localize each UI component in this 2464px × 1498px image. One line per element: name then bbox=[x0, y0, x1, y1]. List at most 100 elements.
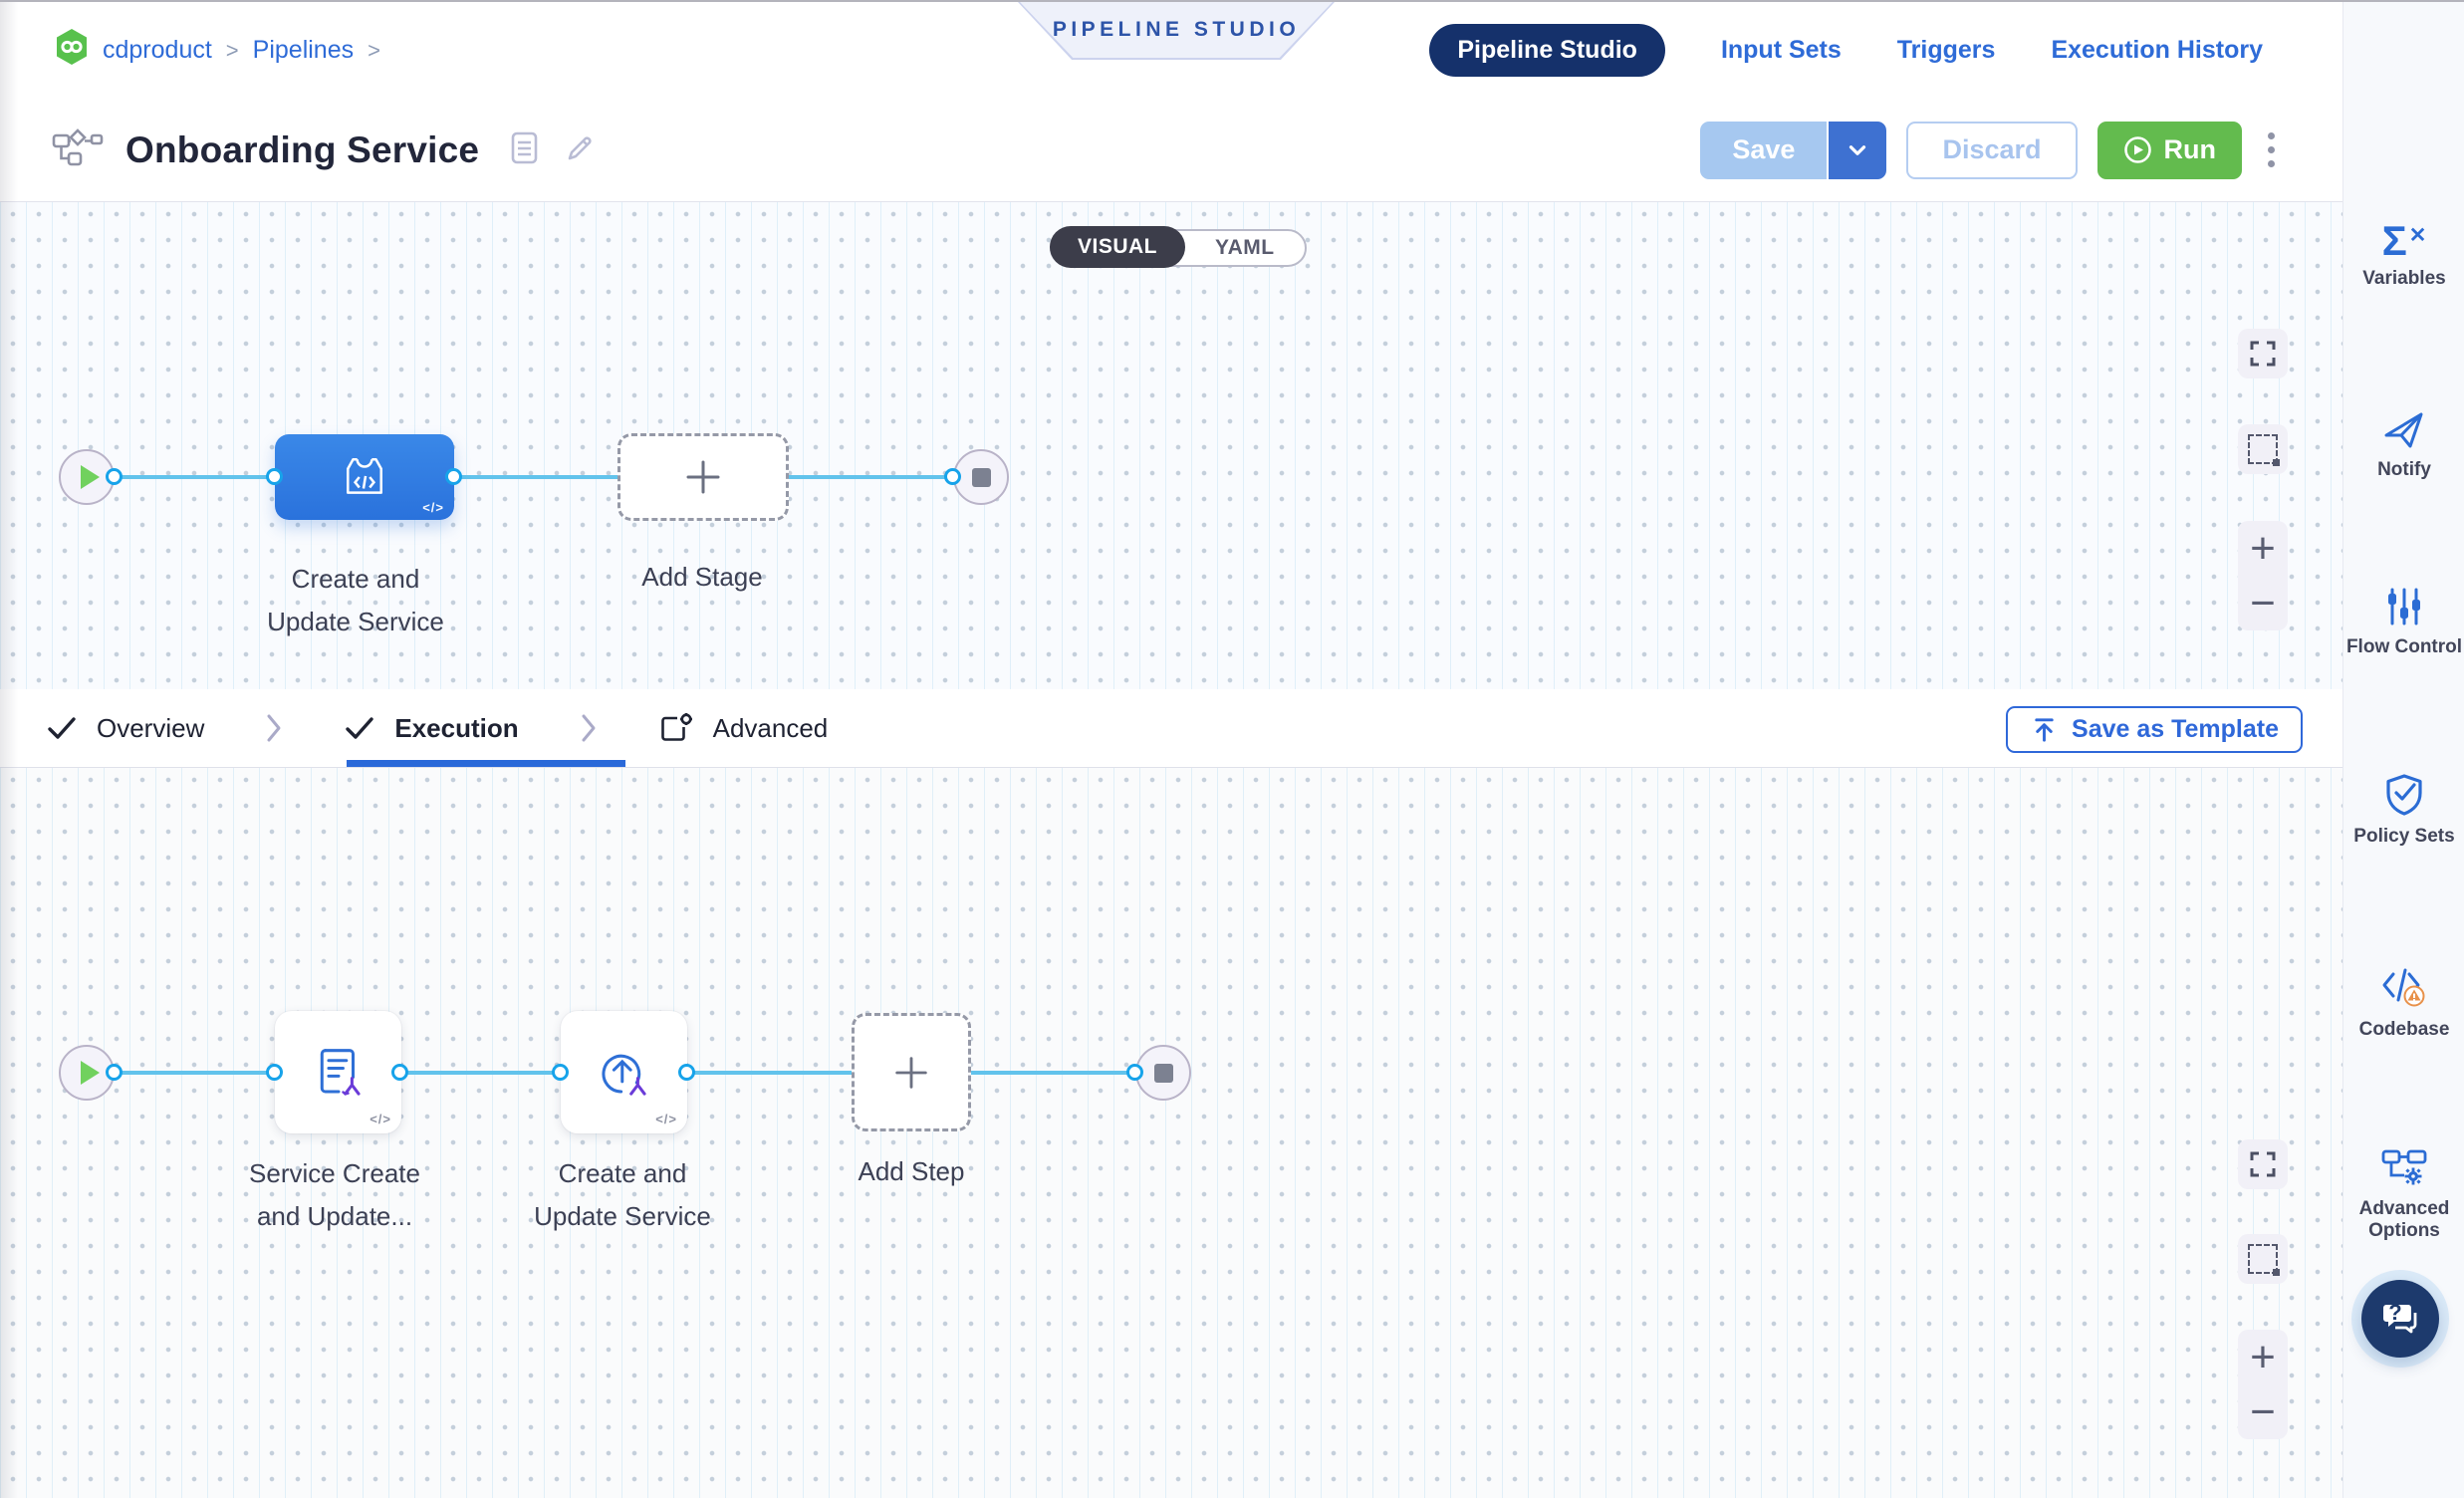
tab-overview[interactable]: Overview bbox=[47, 713, 204, 744]
selection-icon bbox=[2248, 434, 2278, 464]
product-hexagon-icon bbox=[55, 28, 89, 73]
breadcrumb-project-link[interactable]: cdproduct bbox=[103, 36, 212, 65]
link-dot bbox=[678, 1064, 695, 1081]
sidebar-item-label: Variables bbox=[2362, 268, 2445, 290]
tab-triggers[interactable]: Triggers bbox=[1897, 36, 1996, 65]
step-service-create-update[interactable]: </> bbox=[275, 1011, 401, 1133]
toggle-visual[interactable]: VISUAL bbox=[1050, 226, 1185, 268]
check-icon bbox=[47, 715, 77, 741]
tab-overview-label: Overview bbox=[97, 713, 204, 744]
pipeline-graph-icon bbox=[52, 127, 104, 172]
stop-icon bbox=[1154, 1064, 1173, 1083]
chevron-right-icon bbox=[581, 712, 598, 744]
zoom-out-button[interactable]: − bbox=[2250, 582, 2276, 625]
breadcrumb-pipelines-link[interactable]: Pipelines bbox=[253, 36, 354, 65]
pipeline-studio-banner: PIPELINE STUDIO bbox=[1018, 2, 1335, 60]
sidebar-item-label: Flow Control bbox=[2346, 636, 2462, 658]
zoom-in-button[interactable]: + bbox=[2250, 1336, 2276, 1379]
start-play-icon bbox=[81, 1061, 100, 1085]
canvas-fullscreen-button[interactable] bbox=[2238, 329, 2288, 378]
plus-icon bbox=[682, 456, 724, 498]
breadcrumb: cdproduct > Pipelines > bbox=[0, 28, 380, 73]
zoom-in-button[interactable]: + bbox=[2250, 527, 2276, 571]
toggle-yaml[interactable]: YAML bbox=[1185, 236, 1305, 260]
page-title: Onboarding Service bbox=[125, 129, 479, 171]
service-template-icon bbox=[310, 1044, 368, 1102]
play-circle-icon bbox=[2123, 135, 2152, 164]
sidebar-item-flow-control[interactable]: Flow Control bbox=[2343, 586, 2464, 658]
canvas-zoom-controls: + − bbox=[2238, 521, 2288, 630]
stage-label: Create and Update Service bbox=[267, 558, 444, 643]
yaml-code-badge: </> bbox=[655, 1112, 677, 1126]
discard-button[interactable]: Discard bbox=[1906, 122, 2077, 179]
shield-check-icon bbox=[2383, 773, 2425, 817]
toolbar-actions: Save Discard Run bbox=[1700, 122, 2342, 179]
stage-create-update-service[interactable]: </> bbox=[275, 434, 454, 520]
tab-execution[interactable]: Execution bbox=[345, 713, 518, 744]
canvas-select-button[interactable] bbox=[2238, 424, 2288, 474]
description-doc-icon[interactable] bbox=[511, 131, 538, 169]
save-as-template-button[interactable]: Save as Template bbox=[2006, 706, 2303, 753]
edit-pencil-icon[interactable] bbox=[566, 133, 595, 167]
step2-label: Create and Update Service bbox=[534, 1152, 711, 1238]
chevron-down-icon bbox=[1845, 137, 1870, 163]
stage-tab-bar: Overview Execution Advanced Save as Temp… bbox=[0, 689, 2342, 768]
help-chat-button[interactable]: ? bbox=[2361, 1280, 2439, 1358]
variables-sigma-icon: Σ✕ bbox=[2382, 223, 2427, 259]
fullscreen-icon bbox=[2249, 1150, 2277, 1178]
pipeline-gear-icon bbox=[2380, 1147, 2428, 1189]
sliders-icon bbox=[2384, 586, 2424, 627]
banner-label: PIPELINE STUDIO bbox=[1053, 18, 1300, 42]
step1-label: Service Create and Update... bbox=[249, 1152, 420, 1238]
active-tab-underline bbox=[347, 760, 625, 767]
link-dot bbox=[391, 1064, 408, 1081]
right-sidebar: Σ✕ Variables Notify Flow Control Policy … bbox=[2342, 2, 2464, 1498]
sidebar-item-label: Notify bbox=[2377, 459, 2431, 481]
stage-connector-line bbox=[87, 475, 981, 479]
save-split-button: Save bbox=[1700, 122, 1886, 179]
zoom-out-button[interactable]: − bbox=[2250, 1390, 2276, 1434]
add-stage-button[interactable] bbox=[617, 433, 789, 521]
link-dot bbox=[1126, 1064, 1143, 1081]
pipeline-toolbar: Onboarding Service VISUAL YAML Save Disc… bbox=[0, 99, 2342, 202]
selection-icon bbox=[2248, 1244, 2278, 1274]
canvas-fullscreen-button[interactable] bbox=[2238, 1139, 2288, 1189]
tab-advanced[interactable]: Advanced bbox=[659, 712, 829, 744]
link-dot bbox=[266, 1064, 283, 1081]
pipeline-end-node bbox=[953, 449, 1009, 505]
more-options-kebab-icon[interactable] bbox=[2262, 126, 2281, 173]
canvas-select-button[interactable] bbox=[2238, 1234, 2288, 1284]
tab-pipeline-studio[interactable]: Pipeline Studio bbox=[1429, 24, 1665, 77]
link-dot bbox=[106, 1064, 123, 1081]
sidebar-item-advanced-options[interactable]: Advanced Options bbox=[2343, 1147, 2464, 1242]
add-step-label: Add Step bbox=[859, 1150, 965, 1193]
link-dot bbox=[944, 468, 961, 485]
step2-label-line2: Update Service bbox=[534, 1195, 711, 1238]
check-icon bbox=[345, 715, 374, 741]
stop-icon bbox=[972, 468, 991, 487]
fullscreen-icon bbox=[2249, 340, 2277, 368]
sidebar-item-variables[interactable]: Σ✕ Variables bbox=[2343, 223, 2464, 290]
title-group: Onboarding Service bbox=[0, 127, 595, 172]
sidebar-item-label: Advanced Options bbox=[2343, 1198, 2464, 1242]
run-button[interactable]: Run bbox=[2097, 122, 2242, 179]
step-create-update-service[interactable]: </> bbox=[561, 1011, 687, 1133]
add-stage-label: Add Stage bbox=[641, 556, 762, 599]
execution-end-node bbox=[1135, 1045, 1191, 1101]
add-step-button[interactable] bbox=[852, 1013, 971, 1131]
tab-execution-history[interactable]: Execution History bbox=[2051, 36, 2263, 65]
top-nav: Pipeline Studio Input Sets Triggers Exec… bbox=[1429, 24, 2342, 77]
tab-input-sets[interactable]: Input Sets bbox=[1721, 36, 1842, 65]
sidebar-item-policy-sets[interactable]: Policy Sets bbox=[2343, 773, 2464, 848]
step1-label-line2: and Update... bbox=[249, 1195, 420, 1238]
sidebar-item-notify[interactable]: Notify bbox=[2343, 408, 2464, 481]
sidebar-item-codebase[interactable]: Codebase bbox=[2343, 966, 2464, 1041]
save-as-template-label: Save as Template bbox=[2072, 715, 2279, 744]
canvas-zoom-controls: + − bbox=[2238, 1330, 2288, 1439]
step1-label-line1: Service Create bbox=[249, 1152, 420, 1195]
link-dot bbox=[106, 468, 123, 485]
save-caret-button[interactable] bbox=[1827, 122, 1886, 179]
tab-execution-label: Execution bbox=[394, 713, 518, 744]
tab-advanced-label: Advanced bbox=[713, 713, 829, 744]
save-button[interactable]: Save bbox=[1700, 122, 1827, 179]
